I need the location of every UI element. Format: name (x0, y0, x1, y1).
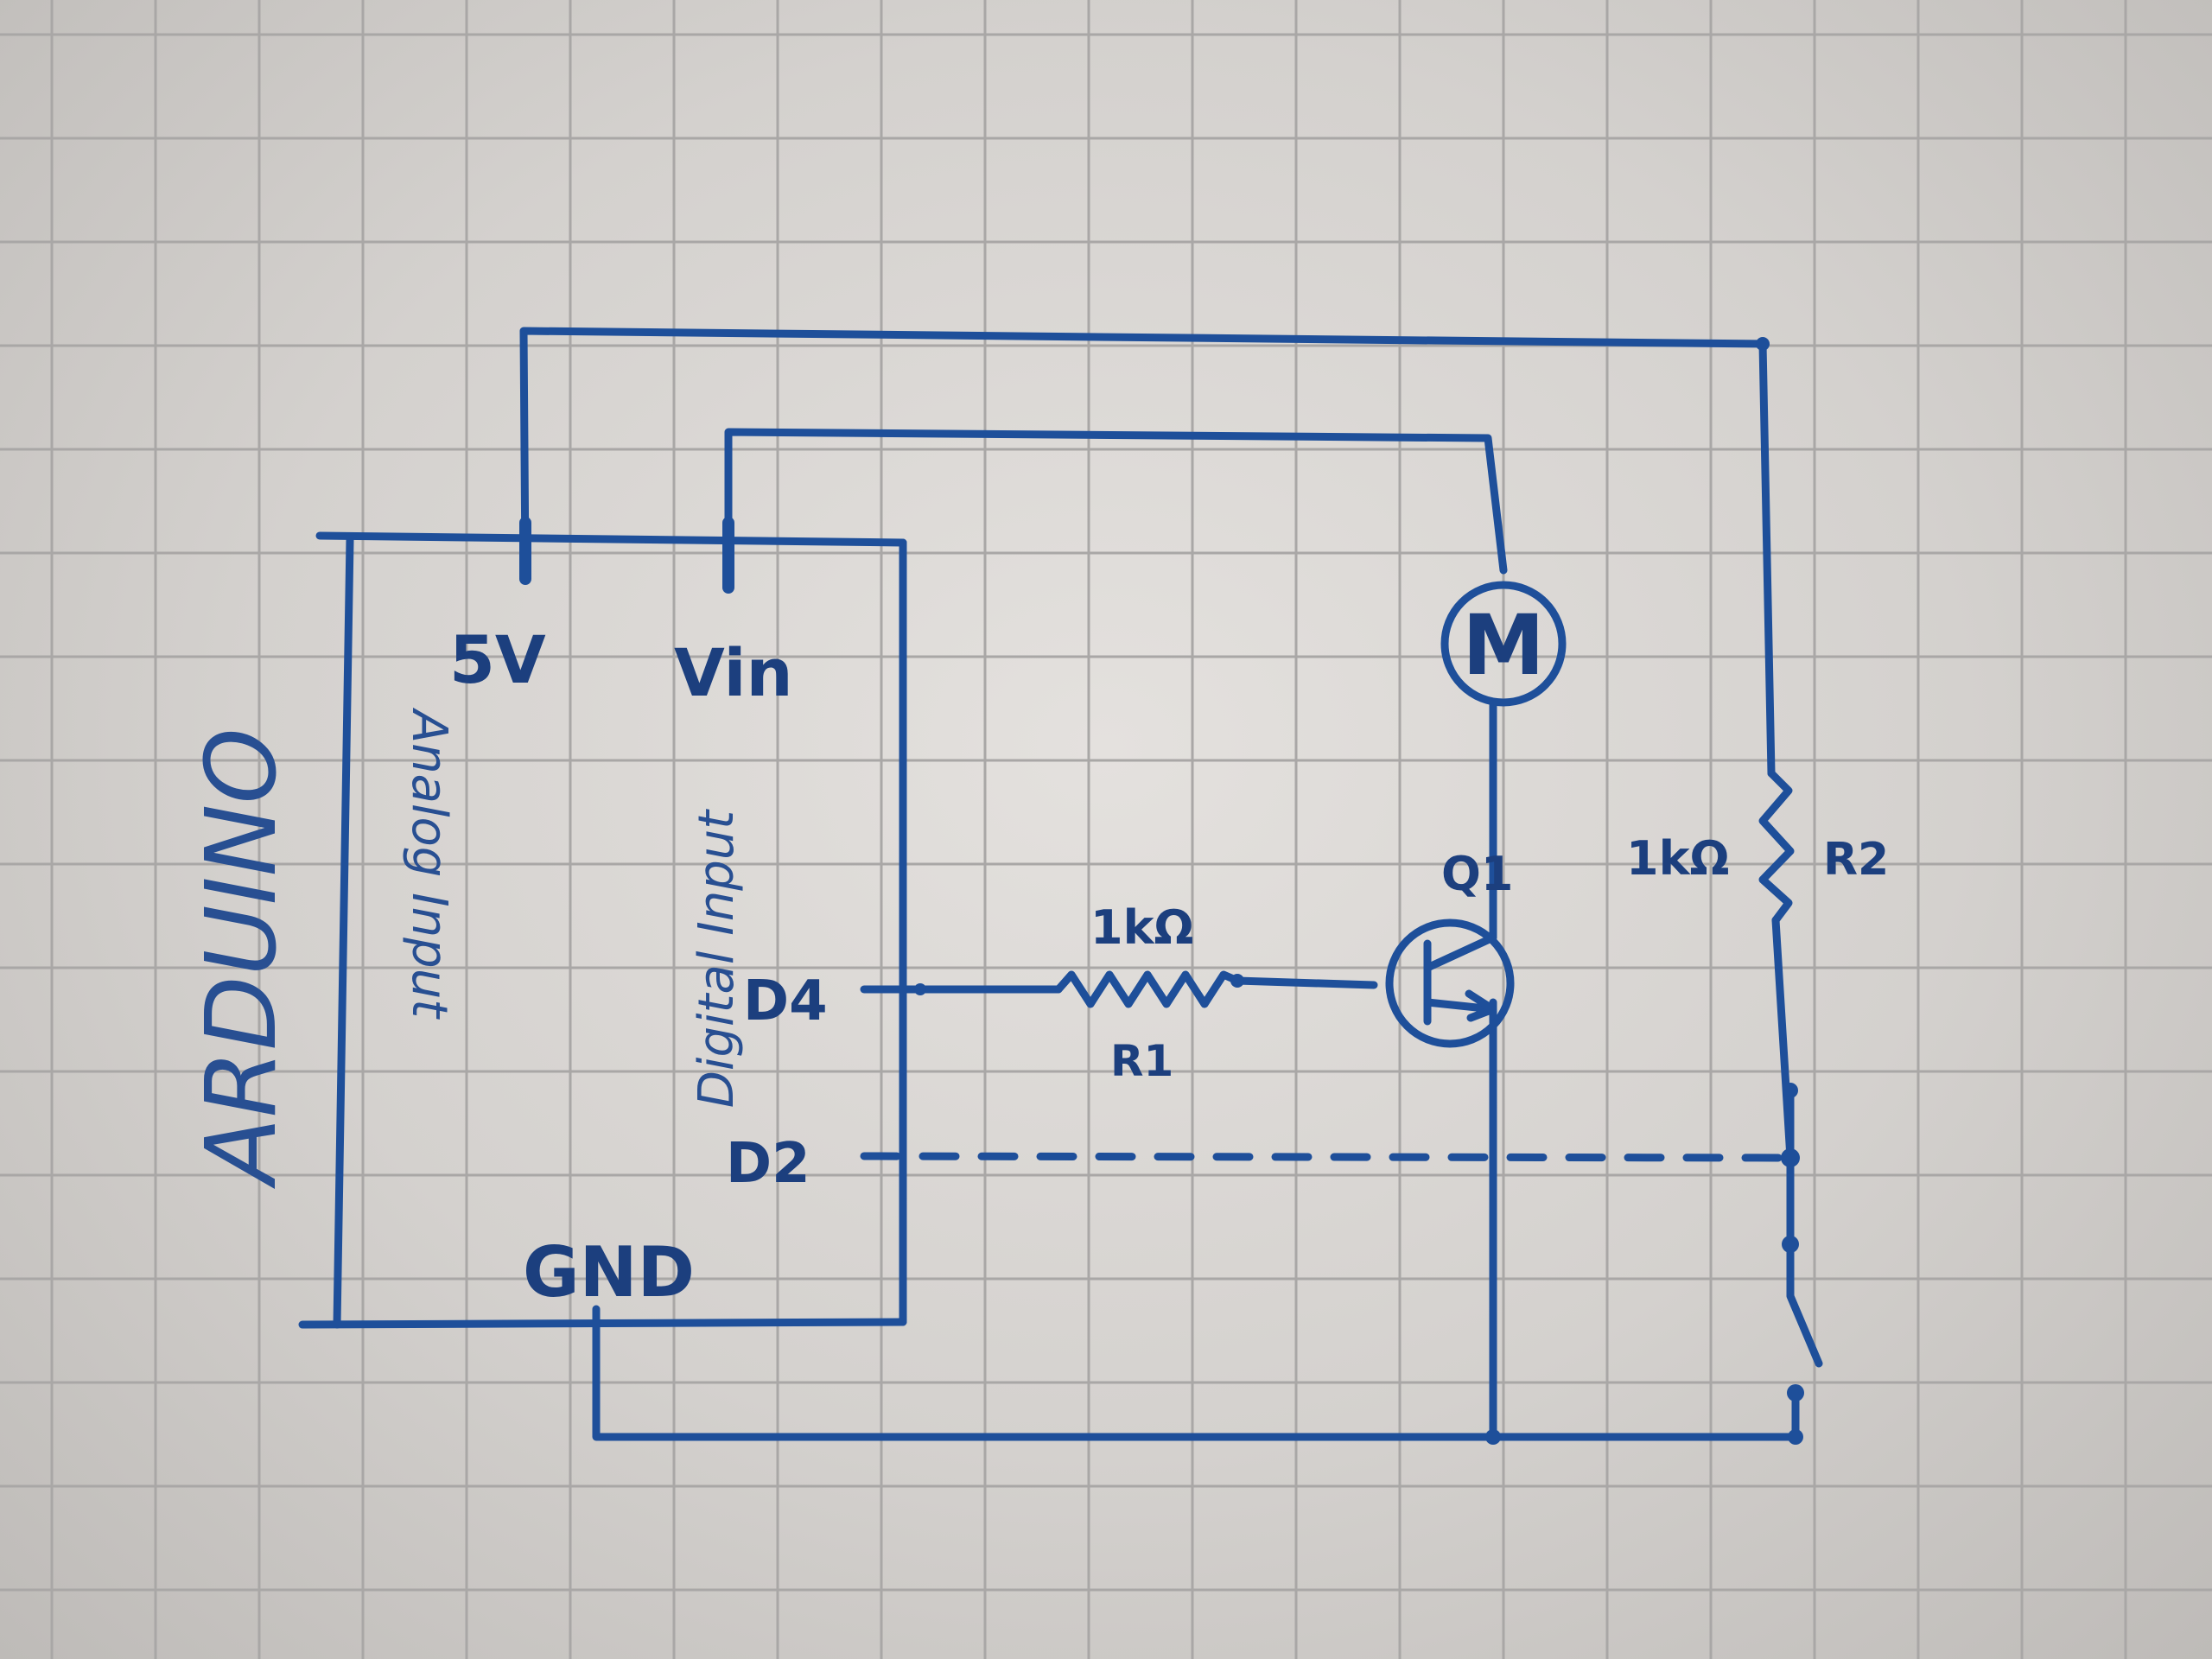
motor: M (1440, 581, 1567, 707)
wire-d4-r1-base (860, 970, 1378, 1008)
motor-symbol: M (1462, 597, 1545, 694)
board-title: ARDUINO (186, 728, 298, 1189)
pin-5v: 5V (449, 621, 546, 698)
r2-label: R2 (1823, 834, 1889, 886)
transistor-q1 (1385, 918, 1515, 1048)
wire-vin-motor (722, 428, 1508, 594)
wire-5v-rail (519, 327, 1776, 778)
resistor-r2 (1758, 769, 1795, 1162)
board-right-label: Digital Input (689, 809, 745, 1108)
arduino-board (298, 531, 907, 1329)
wire-gnd-rail (592, 1305, 1803, 1445)
pin-gnd: GND (523, 1232, 695, 1313)
board-left-label: Analog Input (401, 708, 457, 1020)
pin-d4: D4 (743, 969, 828, 1033)
r2-value: 1kΩ (1626, 831, 1729, 886)
r1-value: 1kΩ (1090, 900, 1193, 955)
pin-d2: D2 (726, 1132, 810, 1196)
pin-vin: Vin (674, 634, 793, 711)
wire-d2-dashed (860, 1152, 1795, 1162)
r1-label: R1 (1110, 1036, 1173, 1086)
transistor-label: Q1 (1441, 847, 1513, 901)
